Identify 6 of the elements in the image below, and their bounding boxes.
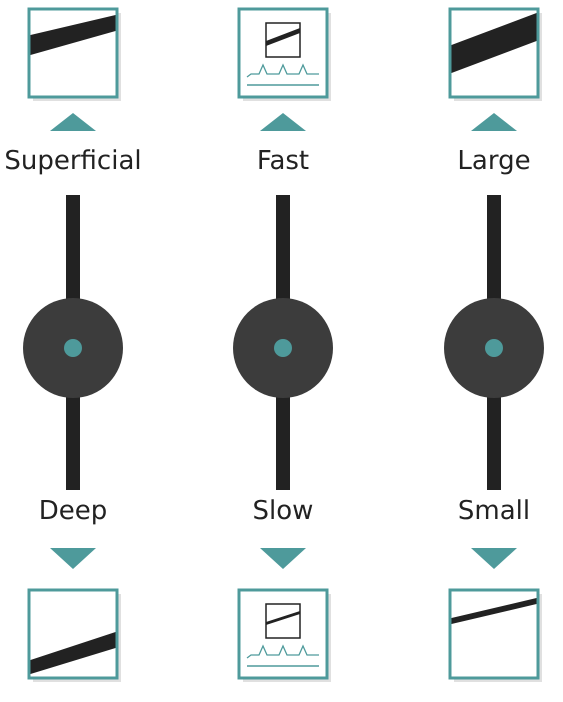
slider-label: Fast	[256, 146, 310, 176]
slider-label: Superficial	[4, 146, 142, 176]
slider-label: Slow	[252, 496, 314, 526]
slider-label: Small	[458, 496, 530, 526]
slider-label: Deep	[38, 496, 108, 526]
slider-label: Large	[457, 146, 531, 176]
